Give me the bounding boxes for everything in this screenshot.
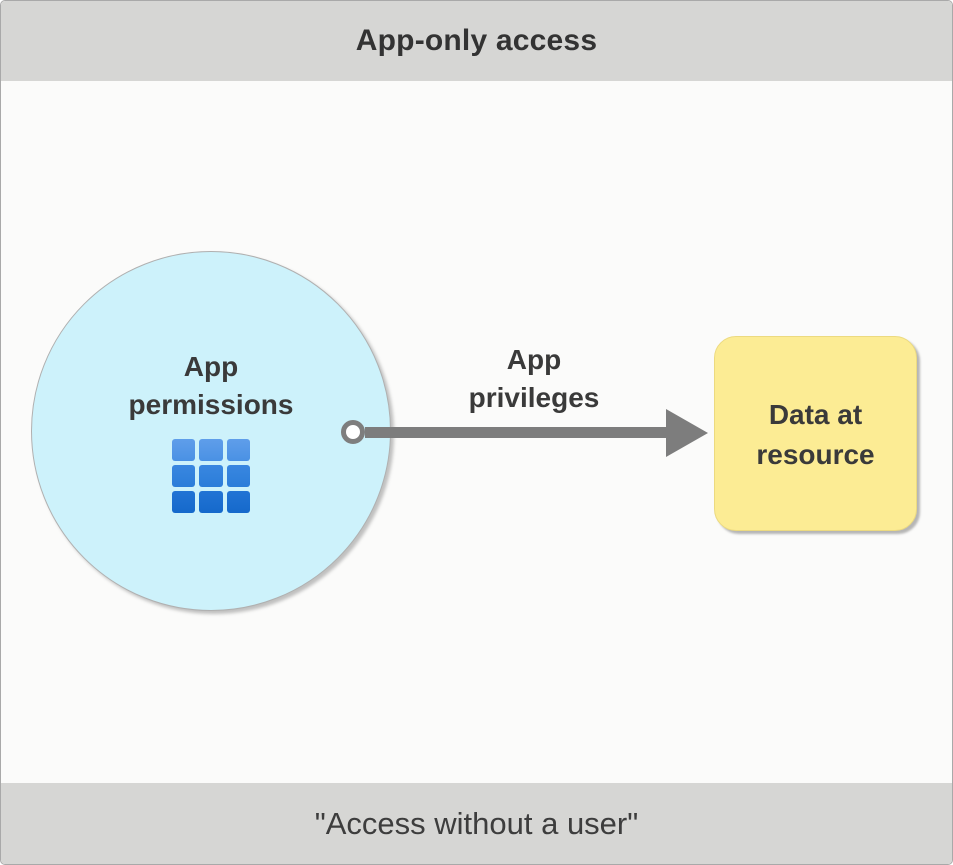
footer-quote: "Access without a user" xyxy=(314,805,639,841)
data-at-resource-label-line1: Data at xyxy=(768,399,863,430)
grid-cell xyxy=(172,491,196,513)
app-grid-icon xyxy=(172,439,250,513)
app-permissions-label-line2: permissions xyxy=(128,389,294,420)
data-at-resource-box: Data at resource xyxy=(714,336,917,531)
grid-cell xyxy=(199,465,223,487)
app-privileges-arrow-shaft xyxy=(365,427,668,438)
app-privileges-label-line1: App xyxy=(506,344,562,375)
data-at-resource-label: Data at resource xyxy=(715,395,916,475)
data-at-resource-label-line2: resource xyxy=(756,439,875,470)
app-privileges-label: App privileges xyxy=(434,341,634,417)
app-permissions-label-line1: App xyxy=(183,351,239,382)
grid-cell xyxy=(172,439,196,461)
page-title: App-only access xyxy=(355,24,598,57)
grid-cell xyxy=(226,439,250,461)
grid-cell xyxy=(226,491,250,513)
connector-dot xyxy=(341,420,365,444)
grid-cell xyxy=(199,491,223,513)
grid-cell xyxy=(199,439,223,461)
app-privileges-arrow-head xyxy=(666,409,708,457)
app-privileges-label-line2: privileges xyxy=(468,382,600,413)
footer-band: "Access without a user" xyxy=(1,783,952,864)
app-permissions-circle: App permissions xyxy=(31,251,391,611)
grid-cell xyxy=(172,465,196,487)
app-permissions-label: App permissions xyxy=(32,348,390,424)
header-band: App-only access xyxy=(1,1,952,81)
grid-cell xyxy=(226,465,250,487)
